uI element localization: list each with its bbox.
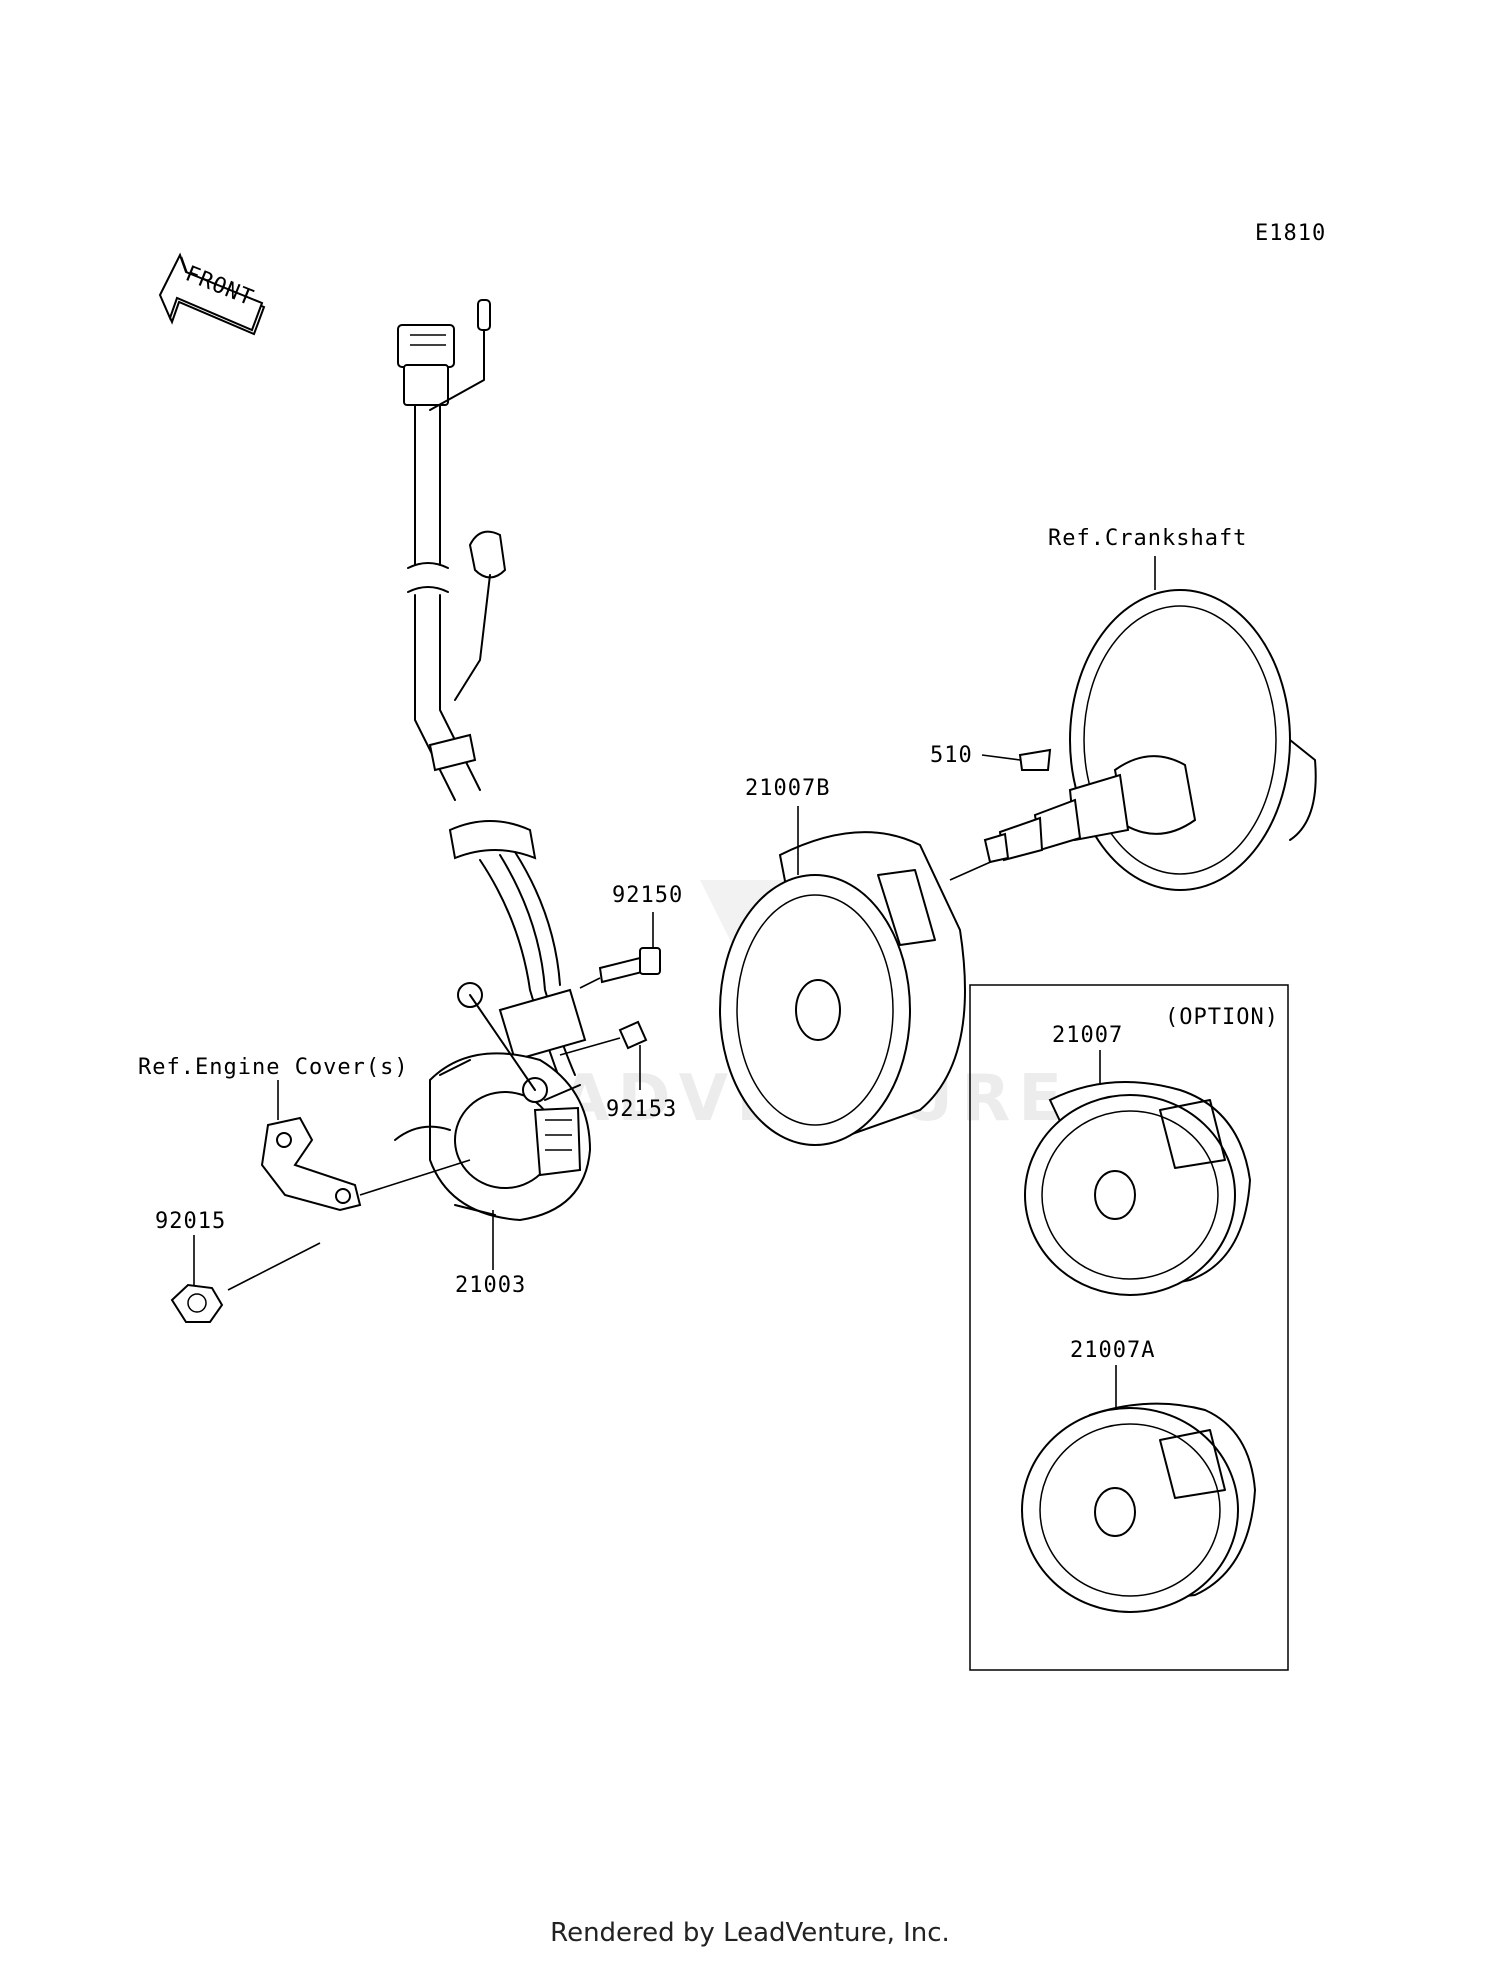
front-arrow-icon: FRONT (158, 252, 266, 336)
footer-credit: Rendered by LeadVenture, Inc. (550, 1918, 950, 1948)
engine-cover-bracket (260, 1116, 471, 1212)
rotor-21007 (1024, 1050, 1252, 1296)
label-92150: 92150 (612, 883, 683, 908)
bolt-92150 (579, 947, 661, 989)
label-ref-crankshaft: Ref.Crankshaft (1048, 526, 1247, 551)
label-510: 510 (930, 743, 973, 768)
stator-21003 (394, 982, 592, 1222)
leader-lines (193, 556, 1156, 1285)
label-21007A: 21007A (1070, 1338, 1155, 1363)
label-92153: 92153 (606, 1097, 677, 1122)
rotor-21007B (719, 831, 996, 1146)
label-ref-engine-cover: Ref.Engine Cover(s) (138, 1055, 409, 1080)
label-92015: 92015 (155, 1209, 226, 1234)
crankshaft-assembly (981, 589, 1317, 891)
rotor-21007A (1021, 1365, 1257, 1613)
diagram-code: E1810 (1255, 221, 1326, 246)
option-box (969, 984, 1289, 1671)
label-option: (OPTION) (1165, 1005, 1279, 1030)
label-21007B: 21007B (745, 776, 830, 801)
label-21007: 21007 (1052, 1023, 1123, 1048)
label-21003: 21003 (455, 1273, 526, 1298)
wiring-harness (397, 299, 576, 1081)
bolt-92153 (559, 1020, 648, 1056)
nut-92015 (170, 1242, 321, 1323)
